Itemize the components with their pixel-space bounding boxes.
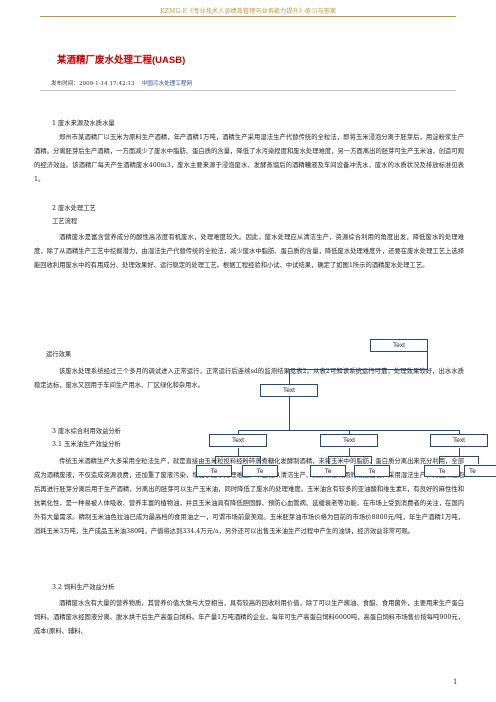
diagram-box-root: Text — [370, 339, 428, 352]
connector — [238, 430, 459, 431]
connector — [289, 397, 290, 430]
connector — [328, 456, 329, 464]
diagram-box-level-2: Text — [430, 434, 488, 447]
process-flow-subheading: 工艺流程 — [52, 218, 78, 225]
publish-time: 2009-1-14 17:42:13 — [78, 81, 135, 87]
connector — [289, 369, 290, 384]
running-header: KZMG-E《专业技术人员绩效管理与业务能力提升》练习与答案 — [159, 8, 337, 15]
meta-prefix: 发布时间： — [51, 81, 79, 87]
connector — [260, 456, 261, 464]
diagram-box-leaf: Te — [196, 465, 232, 477]
page-number: 1 — [453, 678, 458, 686]
connector — [439, 456, 440, 464]
section-3-2-heading: 3.2 饲料生产效益分析 — [52, 584, 115, 591]
section-2-body: 酒精废水是富含营养成分的酸性高浓度有机废水，处理难度较大。因此，废水处理应从清洁… — [34, 234, 464, 269]
section-3-2-body: 酒精废水含有大量的营养物质，其营养价值大致与大豆相当，具有较高的回收利用价值，除… — [34, 600, 464, 635]
run-effect-heading: 运行效果 — [46, 351, 72, 358]
connector — [215, 456, 261, 457]
section-3-heading: 3 废水综合利用效益分析 — [52, 428, 121, 435]
meta-divider — [40, 90, 456, 91]
diagram-box-leaf: Te — [464, 465, 496, 477]
diagram-box-level-2: Text — [209, 434, 267, 447]
connector — [289, 369, 428, 370]
connector — [349, 448, 350, 456]
section-1-body: 郑州市某酒精厂以玉米为原料生产酒精，年产酒精1万吨，酒精生产采用湿法生产代替传统… — [34, 134, 464, 183]
connector — [478, 456, 479, 464]
article-meta: 发布时间：2009-1-14 17:42:13 中国污水处理工程网 — [51, 79, 192, 87]
diagram-box-level-1: Text — [260, 384, 318, 397]
article-title: 某酒精厂废水处理工程(UASB) — [57, 55, 186, 66]
diagram-box-leaf: Te — [242, 465, 278, 477]
diagram-box-leaf: Te — [424, 465, 460, 477]
section-1-heading: 1 废水来源及水质水量 — [52, 120, 115, 127]
diagram-box-leaf: Te — [354, 465, 390, 477]
connector — [439, 456, 479, 457]
run-effect-body: 该废水处理系统经过三个多月的调试进入正常运行，正常运行后连续sd的监测结果见表2… — [34, 368, 464, 389]
connector — [238, 448, 239, 456]
connector — [427, 351, 428, 369]
connector — [371, 456, 372, 464]
connector — [328, 456, 372, 457]
section-3-1-heading: 3.1 玉米油生产效益分析 — [52, 441, 121, 448]
connector — [215, 456, 216, 464]
connector — [459, 448, 460, 456]
diagram-box-level-2: Text — [320, 434, 378, 447]
section-2-heading: 2 废水处理工艺 — [52, 205, 96, 212]
diagram-box-leaf: Te — [310, 465, 346, 477]
header-rule — [40, 16, 456, 17]
source-link[interactable]: 中国污水处理工程网 — [141, 81, 193, 87]
